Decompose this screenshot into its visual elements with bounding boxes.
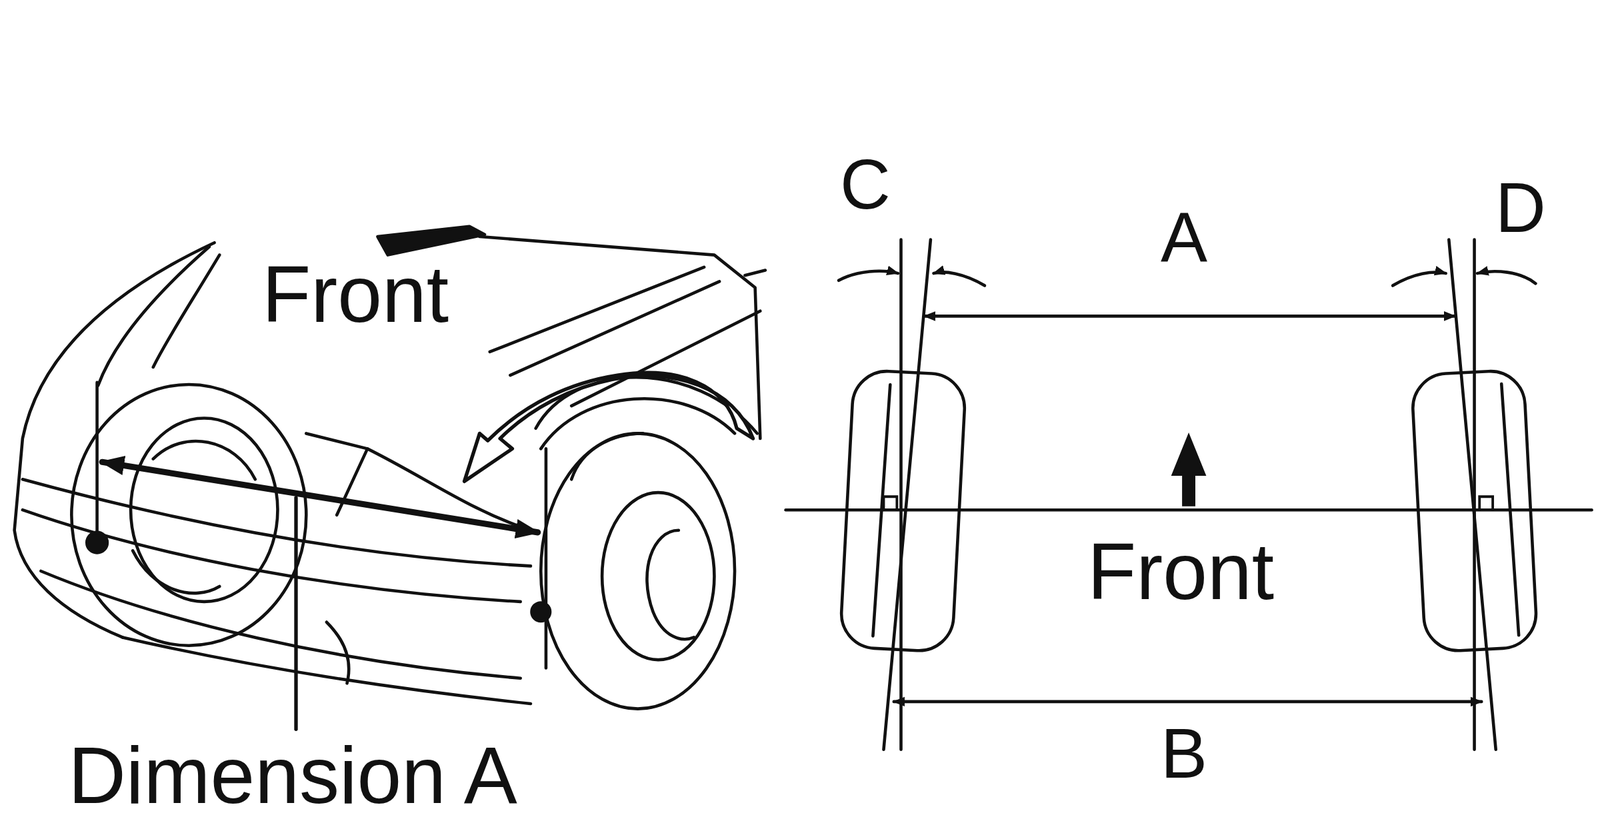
label: Front xyxy=(1087,531,1274,612)
label: Dimension A xyxy=(68,735,518,816)
car-sketch xyxy=(14,226,766,730)
label: Front xyxy=(262,254,449,334)
label: D xyxy=(1495,172,1546,243)
label: C xyxy=(840,149,891,220)
label: A xyxy=(1160,202,1208,272)
label: B xyxy=(1160,718,1208,789)
wheel-alignment-diagram xyxy=(786,240,1592,750)
